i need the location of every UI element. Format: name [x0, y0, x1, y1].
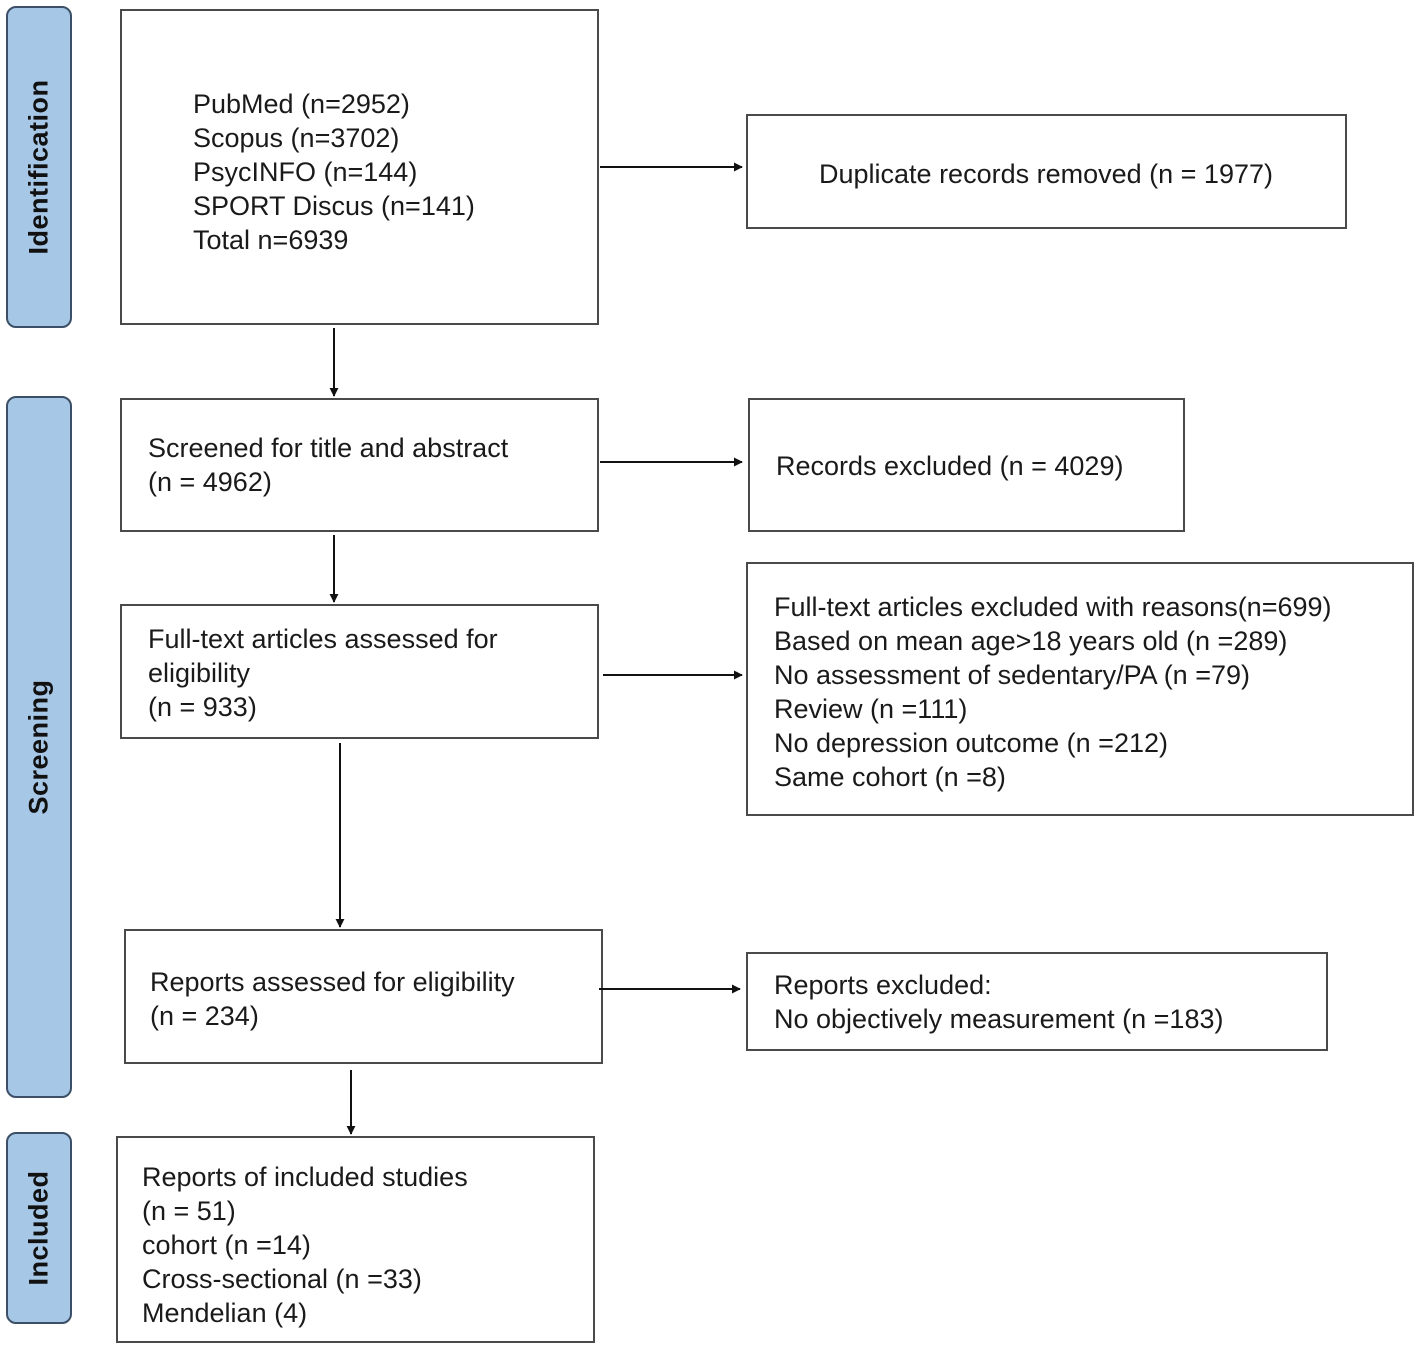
screened-box: Screened for title and abstract (n = 496…: [120, 398, 599, 532]
duplicates-removed-text: Duplicate records removed (n = 1977): [819, 159, 1273, 189]
screened-count: (n = 4962): [148, 467, 272, 497]
database-pubmed: PubMed (n=2952): [193, 89, 410, 119]
fulltext-assessed-label: Full-text articles assessed for: [148, 624, 498, 654]
duplicates-removed-box: Duplicate records removed (n = 1977): [746, 114, 1347, 229]
stage-identification: Identification: [6, 6, 72, 328]
included-cross-sectional: Cross-sectional (n =33): [142, 1264, 422, 1294]
fulltext-excluded-age: Based on mean age>18 years old (n =289): [774, 626, 1288, 656]
fulltext-excluded-total: Full-text articles excluded with reasons…: [774, 592, 1332, 622]
fulltext-excluded-box: Full-text articles excluded with reasons…: [746, 562, 1414, 816]
stage-included: Included: [6, 1132, 72, 1324]
database-sportdiscus: SPORT Discus (n=141): [193, 191, 475, 221]
screened-label: Screened for title and abstract: [148, 433, 509, 463]
included-studies-count: (n = 51): [142, 1196, 236, 1226]
database-total: Total n=6939: [193, 225, 349, 255]
fulltext-excluded-same-cohort: Same cohort (n =8): [774, 762, 1006, 792]
fulltext-excluded-no-depression: No depression outcome (n =212): [774, 728, 1168, 758]
fulltext-assessed-count: (n = 933): [148, 692, 257, 722]
stage-screening: Screening: [6, 396, 72, 1098]
fulltext-excluded-review: Review (n =111): [774, 694, 968, 724]
records-excluded-text: Records excluded (n = 4029): [776, 451, 1124, 481]
reports-assessed-box: Reports assessed for eligibility (n = 23…: [124, 929, 603, 1064]
reports-excluded-label: Reports excluded:: [774, 970, 992, 1000]
reports-assessed-label: Reports assessed for eligibility: [150, 967, 515, 997]
fulltext-assessed-label-cont: eligibility: [148, 658, 251, 688]
database-psycinfo: PsycINFO (n=144): [193, 157, 418, 187]
reports-assessed-count: (n = 234): [150, 1001, 259, 1031]
included-studies-box: Reports of included studies (n = 51) coh…: [116, 1136, 595, 1343]
reports-excluded-reason: No objectively measurement (n =183): [774, 1004, 1224, 1034]
fulltext-excluded-no-assessment: No assessment of sedentary/PA (n =79): [774, 660, 1250, 690]
databases-box: PubMed (n=2952) Scopus (n=3702) PsycINFO…: [120, 9, 599, 325]
included-studies-label: Reports of included studies: [142, 1162, 468, 1192]
reports-excluded-box: Reports excluded: No objectively measure…: [746, 952, 1328, 1051]
included-mendelian: Mendelian (4): [142, 1298, 308, 1328]
database-scopus: Scopus (n=3702): [193, 123, 400, 153]
records-excluded-box: Records excluded (n = 4029): [748, 398, 1185, 532]
fulltext-assessed-box: Full-text articles assessed for eligibil…: [120, 604, 599, 739]
included-cohort: cohort (n =14): [142, 1230, 311, 1260]
